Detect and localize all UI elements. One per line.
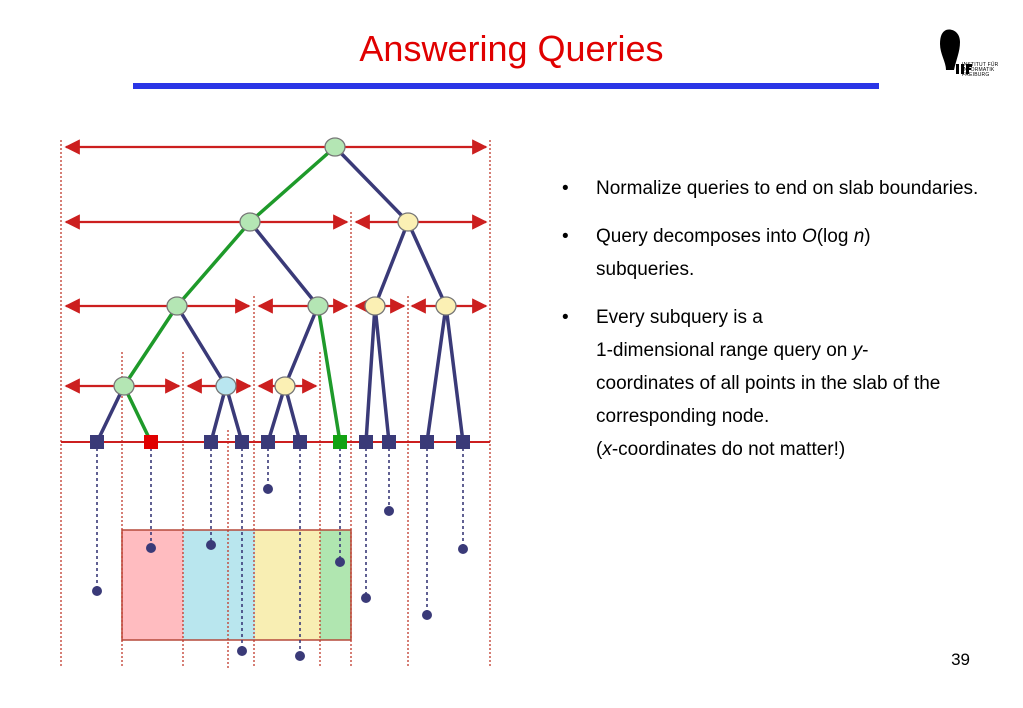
data-point: [335, 557, 345, 567]
bullet-text: n: [853, 226, 865, 247]
slab-boundaries: [60, 140, 491, 668]
bullet-text: (log: [816, 226, 854, 247]
data-point: [295, 651, 305, 661]
data-point: [361, 593, 371, 603]
data-point: [263, 484, 273, 494]
logo-line-3: INFORMATIK: [962, 67, 995, 73]
logo-caption: INSTITUT FÜR INFORMATIK FREIBURG: [962, 63, 998, 78]
bullet-text: -coordinates of all points in the slab o…: [596, 340, 941, 460]
logo-line-4: FREIBURG: [962, 72, 990, 78]
data-points: [92, 484, 468, 661]
leaf-node: [90, 435, 104, 449]
data-point: [92, 586, 102, 596]
tree-node: [435, 296, 457, 316]
bullet-item: Every subquery is a1-dimensional range q…: [562, 301, 982, 466]
data-point: [384, 506, 394, 516]
leaf-node: [235, 435, 249, 449]
leaf-node-red: [144, 435, 158, 449]
title-underline: [133, 83, 879, 89]
page-number: 39: [951, 650, 970, 669]
bullet-text: y: [852, 340, 863, 361]
leaf-node-green: [333, 435, 347, 449]
leaf-node: [204, 435, 218, 449]
bullet-text: x: [602, 439, 612, 460]
tree-node: [307, 296, 329, 316]
bullet-text: )subqueries.: [596, 226, 871, 280]
leaf-node: [261, 435, 275, 449]
bullet-item: Query decomposes into O(log n)subqueries…: [562, 220, 982, 286]
bullet-text: Normalize queries to end on slab boundar…: [596, 178, 979, 199]
leaf-node: [382, 435, 396, 449]
tree-node: [364, 296, 386, 316]
query-rectangle: [121, 529, 352, 641]
tree-node: [274, 376, 296, 396]
bullet-text: -coordinates do not matter!): [611, 439, 846, 460]
bullet-list: Normalize queries to end on slab boundar…: [562, 172, 982, 481]
university-logo-icon: [940, 29, 972, 74]
tree-nodes: [113, 137, 457, 396]
tree-node: [397, 212, 419, 232]
query-region-blue: [183, 530, 255, 640]
bullet-item: Normalize queries to end on slab boundar…: [562, 172, 982, 205]
tree-node-root: [324, 137, 346, 157]
tree-node: [239, 212, 261, 232]
leaf-node: [420, 435, 434, 449]
data-point: [458, 544, 468, 554]
query-region-yellow: [255, 530, 320, 640]
data-point: [422, 610, 432, 620]
query-region-green: [320, 530, 351, 640]
tree-leaves: [90, 435, 470, 449]
tree-node: [113, 376, 135, 396]
tree-node: [215, 376, 237, 396]
bullet-text: Query decomposes into: [596, 226, 802, 247]
leaf-node: [293, 435, 307, 449]
logo-line-2: INSTITUT FÜR: [962, 62, 999, 68]
data-point: [237, 646, 247, 656]
range-arrows: [64, 139, 488, 394]
leaf-node: [456, 435, 470, 449]
slide-title: Answering Queries: [359, 28, 664, 69]
data-point: [146, 543, 156, 553]
tree-node: [166, 296, 188, 316]
data-point: [206, 540, 216, 550]
point-drops: [96, 448, 464, 655]
leaf-node: [359, 435, 373, 449]
search-path-edges: [122, 145, 342, 444]
bullet-text: O: [801, 226, 817, 247]
